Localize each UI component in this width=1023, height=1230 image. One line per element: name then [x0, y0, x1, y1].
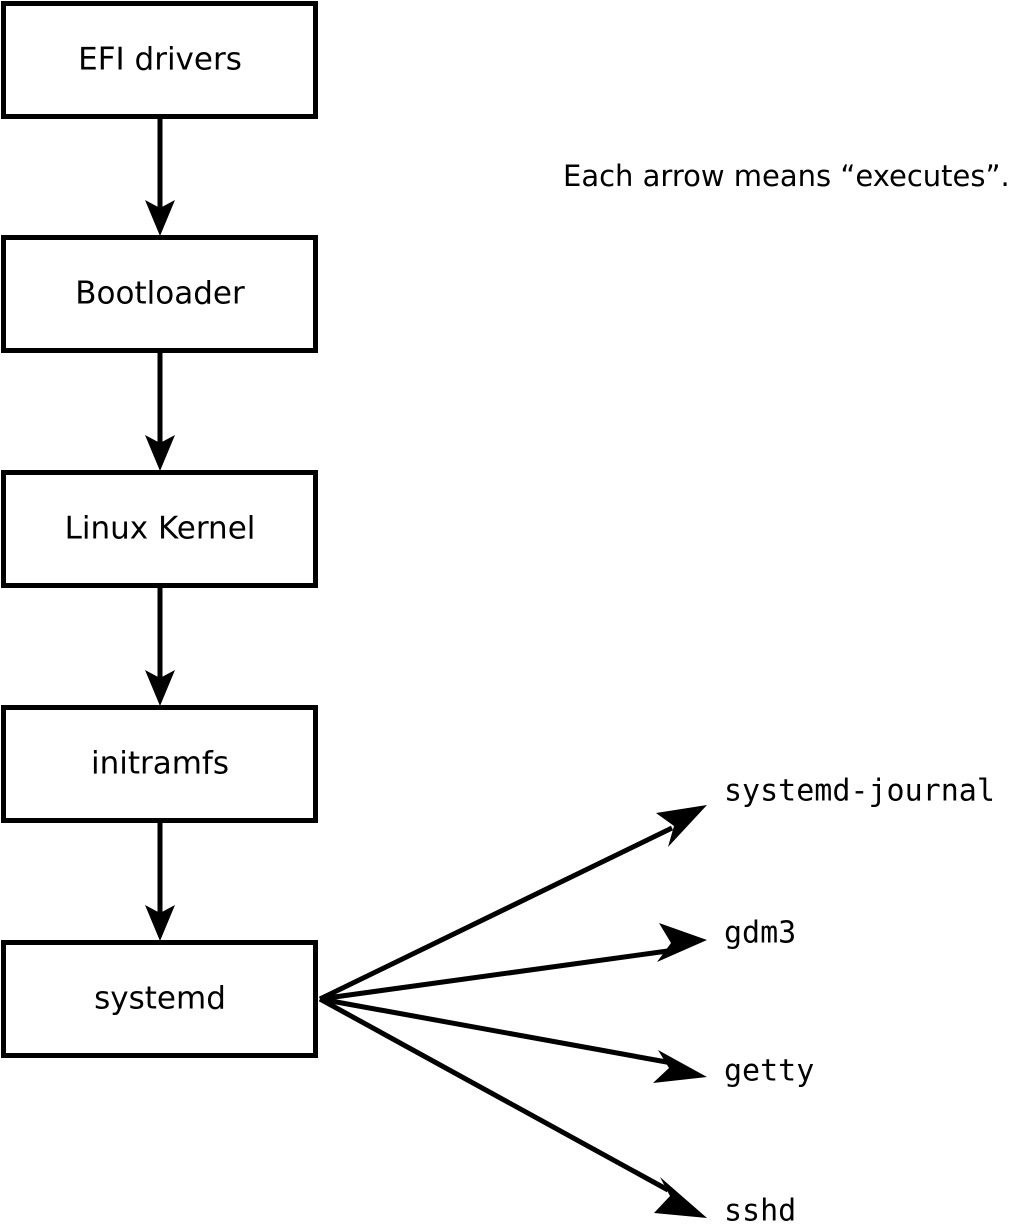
box-outline [1, 940, 318, 1058]
stage-box-bootloader[interactable]: Bootloader [1, 235, 318, 353]
arrow-shaft [318, 825, 674, 1002]
box-outline [1, 470, 318, 588]
arrow-head-icon [657, 923, 707, 962]
stage-box-efi-drivers[interactable]: EFI drivers [1, 1, 318, 119]
box-label: Linux Kernel [65, 511, 256, 547]
box-outline [1, 235, 318, 353]
fan-arrow-systemd-journal [318, 805, 707, 1002]
arrow-head-icon [654, 1177, 707, 1218]
service-label-sshd: sshd [724, 1194, 796, 1229]
service-label-systemd-journal: systemd-journal [724, 774, 995, 809]
fan-arrow-getty [319, 996, 707, 1083]
box-label: EFI drivers [78, 42, 242, 78]
box-outline [1, 705, 318, 823]
arrow-head-icon [656, 805, 707, 847]
box-label: systemd [94, 981, 226, 1017]
stage-box-initramfs[interactable]: initramfs [1, 705, 318, 823]
flow-arrow-bootloader-to-kernel [145, 353, 175, 471]
flow-arrow-kernel-to-initramfs [145, 588, 175, 706]
stage-box-systemd[interactable]: systemd [1, 940, 318, 1058]
arrow-head-icon [145, 200, 175, 236]
arrow-head-icon [145, 905, 175, 941]
arrow-head-icon [653, 1050, 707, 1083]
flow-arrow-efi-to-bootloader [145, 119, 175, 236]
arrow-shaft [318, 996, 670, 1193]
arrow-head-icon [145, 670, 175, 706]
fan-arrow-sshd [318, 996, 707, 1218]
stage-box-linux-kernel[interactable]: Linux Kernel [1, 470, 318, 588]
arrow-shaft [319, 947, 676, 1002]
box-outline [1, 1, 318, 119]
box-label: initramfs [91, 746, 229, 782]
service-label-getty: getty [724, 1054, 814, 1089]
legend-caption: Each arrow means “executes”. [563, 159, 1010, 193]
arrow-shaft [319, 996, 673, 1066]
fan-arrow-gdm3 [319, 923, 707, 1002]
box-label: Bootloader [75, 276, 245, 312]
service-label-gdm3: gdm3 [724, 916, 796, 951]
flow-arrow-initramfs-to-systemd [145, 823, 175, 941]
arrow-head-icon [145, 435, 175, 471]
